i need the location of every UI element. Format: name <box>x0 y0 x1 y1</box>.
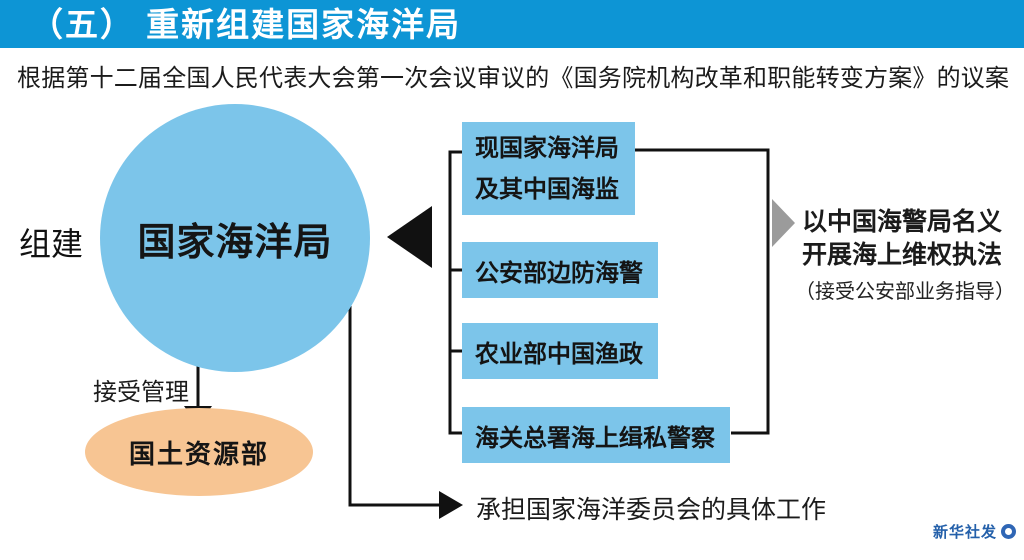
new-agency-name: 国家海洋局 <box>137 221 333 264</box>
merged-unit-box-1: 现国家海洋局 及其中国海监 <box>462 122 635 215</box>
subtitle-text: 根据第十二届全国人民代表大会第一次会议审议的《国务院机构改革和职能转变方案》的议… <box>17 65 1010 92</box>
action-label: 组建 <box>19 226 84 262</box>
merged-unit-box-3: 农业部中国渔政 <box>462 323 658 379</box>
coast-guard-bracket-line <box>635 148 770 435</box>
manage-relation-label: 接受管理 <box>93 379 189 406</box>
xinhua-logo-icon <box>1001 524 1017 539</box>
credit-text: 新华社发 <box>933 524 998 541</box>
credit: 新华社发 <box>933 521 1017 542</box>
coast-guard-arrow-icon <box>772 199 795 247</box>
coast-guard-note: 以中国海警局名义 开展海上维权执法 （接受公安部业务指导） <box>795 206 1015 304</box>
merged-unit-box-4: 海关总署海上缉私警察 <box>462 407 730 463</box>
land-ministry-ellipse: 国土资源部 <box>85 408 313 496</box>
new-agency-circle: 国家海洋局 <box>100 104 370 372</box>
coast-guard-note-line-3: （接受公安部业务指导） <box>795 281 1015 303</box>
merge-bracket-line <box>448 150 462 435</box>
bottom-flow-line <box>348 306 439 507</box>
bottom-flow-arrow-icon <box>439 491 463 519</box>
coast-guard-note-line-1: 以中国海警局名义 <box>802 208 1003 236</box>
land-ministry-name: 国土资源部 <box>128 438 269 469</box>
merge-arrow-icon <box>387 206 432 268</box>
header-bar <box>0 0 1024 48</box>
merged-unit-box-2: 公安部边防海警 <box>462 242 658 298</box>
coast-guard-note-line-2: 开展海上维权执法 <box>802 241 1003 269</box>
bottom-note: 承担国家海洋委员会的具体工作 <box>476 496 827 524</box>
page-title: （五） 重新组建国家海洋局 <box>30 6 462 43</box>
